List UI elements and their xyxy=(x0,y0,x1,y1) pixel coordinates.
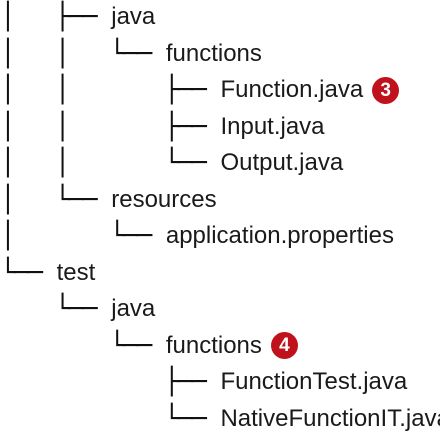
tree-row: │ └── resources xyxy=(0,183,217,217)
tree-item-name: Output.java xyxy=(220,149,344,176)
tree-branch-connector: └── xyxy=(0,403,219,434)
tree-row: └── test xyxy=(0,256,95,290)
tree-item-name: java xyxy=(111,3,156,30)
tree-item-name: resources xyxy=(111,185,217,213)
tree-branch-connector: │ └── xyxy=(0,221,164,251)
tree-row: │ │ ├── Input.java xyxy=(0,110,325,144)
tree-item-name: test xyxy=(56,258,96,286)
tree-branch-connector: └── xyxy=(0,257,55,288)
tree-item-name: java xyxy=(111,295,156,322)
tree-row: └── functions 4 xyxy=(0,329,298,363)
tree-item-name: Function.java xyxy=(220,76,364,103)
tree-row: │ ├── java xyxy=(0,0,155,34)
callout-number-badge: 3 xyxy=(372,76,400,104)
tree-item-name: functions xyxy=(165,331,262,359)
tree-branch-connector: │ ├── xyxy=(0,2,110,32)
tree-row: │ └── application.properties xyxy=(0,219,394,253)
tree-branch-connector: │ │ ├── xyxy=(0,75,219,105)
tree-item-name: FunctionTest.java xyxy=(220,368,408,395)
tree-row: ├── FunctionTest.java xyxy=(0,365,407,399)
tree-item-name: application.properties xyxy=(165,222,394,249)
tree-branch-connector: ├── xyxy=(0,367,219,397)
tree-branch-connector: │ └── xyxy=(0,184,110,215)
tree-branch-connector: │ │ └── xyxy=(0,38,164,69)
tree-row: └── java xyxy=(0,292,156,326)
tree-row: │ │ └── functions xyxy=(0,37,262,71)
tree-item-name: Input.java xyxy=(220,112,325,140)
tree-item-name: functions xyxy=(165,39,262,67)
tree-row: │ │ └── Output.java xyxy=(0,146,343,180)
tree-row: │ │ ├── Function.java 3 xyxy=(0,73,400,107)
tree-branch-connector: └── xyxy=(0,294,110,324)
tree-branch-connector: │ │ └── xyxy=(0,148,219,178)
tree-item-name: NativeFunctionIT.java xyxy=(220,404,440,432)
callout-number-badge: 4 xyxy=(270,332,298,359)
tree-branch-connector: └── xyxy=(0,330,164,361)
tree-row: └── NativeFunctionIT.java xyxy=(0,402,440,436)
tree-branch-connector: │ │ ├── xyxy=(0,111,219,142)
